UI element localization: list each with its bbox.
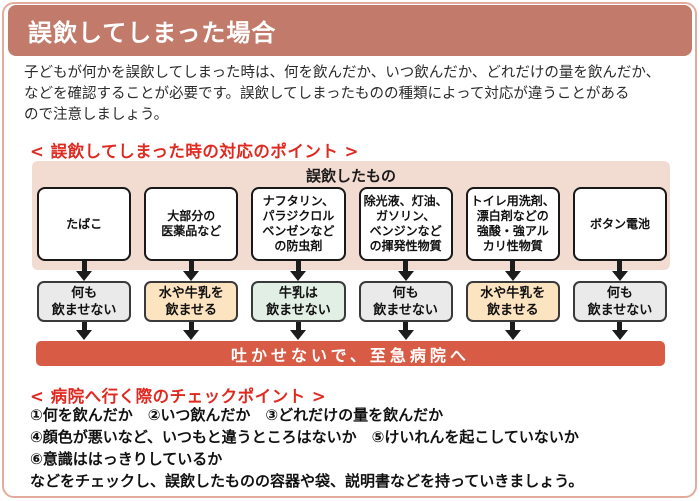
swallowed-items-panel-title: 誤飲したもの xyxy=(305,167,396,185)
checklist-line: ④顔色が悪いなど、いつもと違うところはないか ⑤けいれんを起こしていないか xyxy=(30,428,579,446)
action-box: 水や牛乳を 飲ませる xyxy=(465,281,560,322)
cause-box: ボタン電池 xyxy=(572,187,668,261)
flow-section-heading: < 誤飲してしまった時の対応のポイント > xyxy=(30,142,359,161)
flow-column-mothballs: ナフタリン、 パラジクロル ベンゼンなど の防虫剤 牛乳は 飲ませない xyxy=(251,187,346,340)
down-arrow-icon xyxy=(504,261,521,281)
down-arrow-icon xyxy=(397,322,414,340)
checklist: ①何を飲んだか ②いつ飲んだか ③どれだけの量を飲んだか ④顔色が悪いなど、いつ… xyxy=(30,404,680,492)
action-box: 牛乳は 飲ませない xyxy=(251,281,346,322)
page-header: 誤飲してしまった場合 xyxy=(8,5,692,56)
down-arrow-icon xyxy=(611,261,628,281)
cause-box: たばこ xyxy=(37,187,132,261)
swallowed-items-panel: 誤飲したもの xyxy=(32,161,670,270)
cause-box: 大部分の 医薬品など xyxy=(144,187,239,261)
cause-box: 除光液、灯油、 ガソリン、 ベンジンなど の揮発性物質 xyxy=(358,187,453,261)
checklist-section-heading: < 病院へ行く際のチェックポイント > xyxy=(30,387,327,406)
down-arrow-icon xyxy=(611,322,628,340)
flow-columns: たばこ 何も 飲ませない 大部分の 医薬品など 水や牛乳を 飲ませる ナフタリン… xyxy=(37,187,668,340)
cause-box: ナフタリン、 パラジクロル ベンゼンなど の防虫剤 xyxy=(251,187,346,261)
down-arrow-icon xyxy=(397,261,414,281)
intro-text: 子どもが何かを誤飲してしまった時は、何を飲んだか、いつ飲んだか、どれだけの量を飲… xyxy=(24,65,661,123)
flow-column-volatile: 除光液、灯油、 ガソリン、 ベンジンなど の揮発性物質 何も 飲ませない xyxy=(358,187,453,340)
result-banner-text: 吐かせないで、至急病院へ xyxy=(231,345,470,365)
down-arrow-icon xyxy=(76,322,93,340)
flow-column-acid-alkali: トイレ用洗剤、 漂白剤などの 強酸・強アル カリ性物質 水や牛乳を 飲ませる xyxy=(465,187,560,340)
down-arrow-icon xyxy=(504,322,521,340)
page-title: 誤飲してしまった場合 xyxy=(28,19,277,47)
checklist-line: などをチェックし、誤飲したものの容器や袋、説明書などを持っていきましょう。 xyxy=(30,472,584,490)
down-arrow-icon xyxy=(183,261,200,281)
flow-column-tobacco: たばこ 何も 飲ませない xyxy=(37,187,132,340)
action-box: 何も 飲ませない xyxy=(358,281,453,322)
down-arrow-icon xyxy=(290,322,307,340)
action-box: 水や牛乳を 飲ませる xyxy=(144,281,239,322)
action-box: 何も 飲ませない xyxy=(572,281,668,322)
action-box: 何も 飲ませない xyxy=(37,281,132,322)
down-arrow-icon xyxy=(76,261,93,281)
checklist-line: ⑥意識ははっきりしているか xyxy=(30,450,223,468)
cause-box: トイレ用洗剤、 漂白剤などの 強酸・強アル カリ性物質 xyxy=(465,187,560,261)
down-arrow-icon xyxy=(183,322,200,340)
down-arrow-icon xyxy=(290,261,307,281)
checklist-line: ①何を飲んだか ②いつ飲んだか ③どれだけの量を飲んだか xyxy=(30,406,444,424)
result-banner: 吐かせないで、至急病院へ xyxy=(36,341,665,366)
flow-column-medicine: 大部分の 医薬品など 水や牛乳を 飲ませる xyxy=(144,187,239,340)
flow-column-button-battery: ボタン電池 何も 飲ませない xyxy=(572,187,668,340)
